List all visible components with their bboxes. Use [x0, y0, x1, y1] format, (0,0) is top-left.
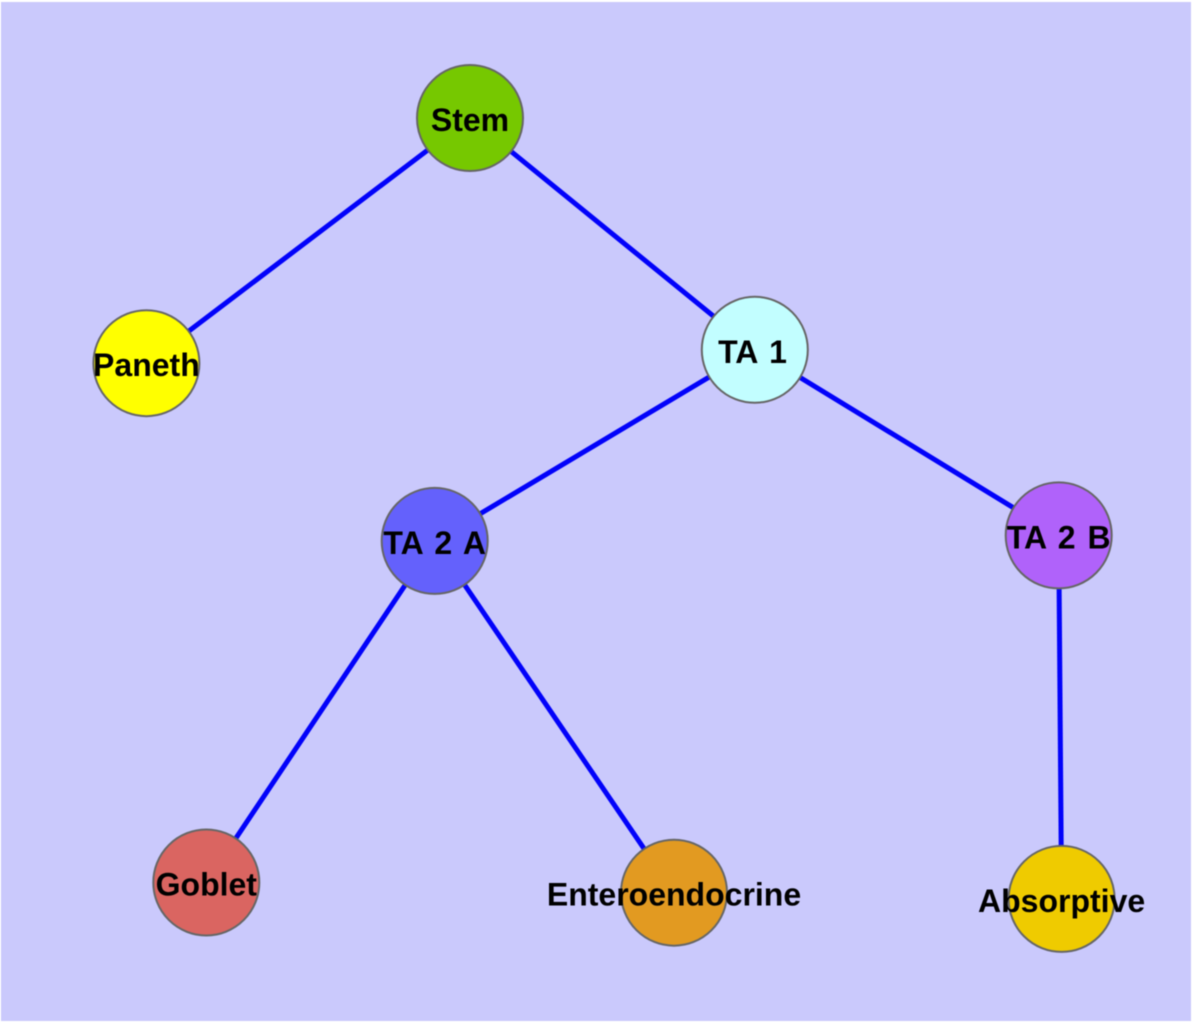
svg-text:Stem: Stem	[431, 102, 509, 138]
svg-text:Paneth: Paneth	[93, 347, 200, 383]
svg-text:TA 2 B: TA 2 B	[1007, 519, 1111, 555]
svg-text:TA 1: TA 1	[718, 334, 787, 370]
svg-text:Absorptive: Absorptive	[978, 883, 1145, 919]
svg-text:Enteroendocrine: Enteroendocrine	[547, 877, 801, 913]
svg-text:TA 2 A: TA 2 A	[383, 525, 486, 561]
svg-text:Goblet: Goblet	[156, 867, 258, 903]
